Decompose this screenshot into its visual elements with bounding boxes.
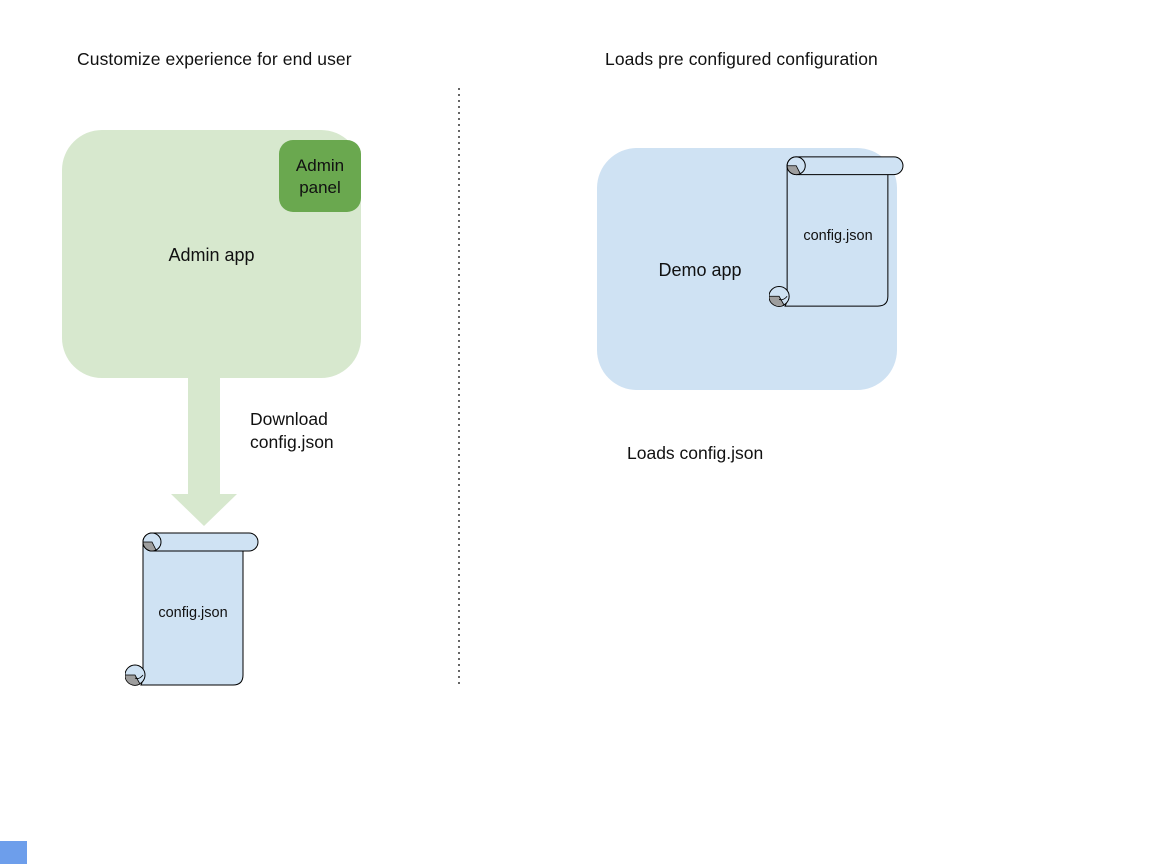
corner-blue-square: [0, 841, 27, 864]
left-section-title: Customize experience for end user: [77, 49, 352, 69]
config-file-label: config.json: [803, 228, 873, 244]
download-arrow-icon: [171, 377, 237, 526]
section-divider: [458, 88, 460, 687]
right-section-title: Loads pre configured configuration: [605, 49, 878, 69]
admin-panel-label: Admin panel: [295, 156, 345, 197]
loads-config-caption: Loads config.json: [627, 443, 764, 463]
config-file-label: config.json: [158, 605, 228, 621]
demo-app-label: Demo app: [658, 260, 742, 280]
admin-app-label: Admin app: [168, 245, 255, 265]
config-scroll-icon: [769, 152, 905, 307]
config-scroll-icon: [125, 528, 260, 686]
download-arrow-label: Download config.json: [250, 409, 334, 452]
admin-panel-block: [279, 140, 361, 212]
